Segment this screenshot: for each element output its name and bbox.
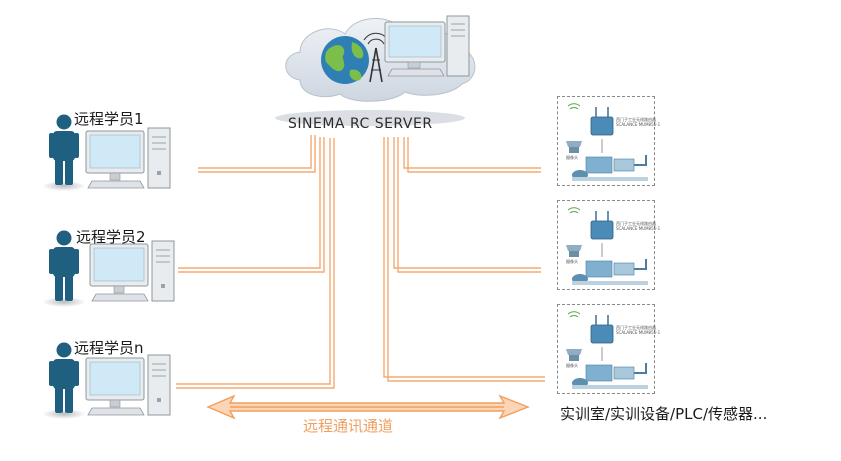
lab-caption: 实训室/实训设备/PLC/传感器... bbox=[560, 405, 768, 423]
line-lab-3 bbox=[383, 137, 545, 378]
line-lab-1 bbox=[403, 137, 541, 169]
channel-label: 远程通讯通道 bbox=[303, 417, 394, 435]
router-icon bbox=[590, 211, 614, 240]
line-student-2 bbox=[178, 137, 321, 269]
line-student-1 bbox=[198, 135, 312, 169]
wifi-icon bbox=[567, 311, 581, 318]
server-label: SINEMA RC SERVER bbox=[288, 116, 433, 132]
equipment-icon bbox=[572, 259, 648, 285]
wifi-icon bbox=[567, 103, 581, 110]
camera-icon bbox=[566, 245, 582, 257]
server-computer bbox=[384, 15, 470, 77]
channel-arrow bbox=[206, 394, 530, 420]
student-n-label: 远程学员n bbox=[74, 339, 144, 357]
equipment-icon bbox=[572, 363, 648, 389]
student-1-label: 远程学员1 bbox=[74, 110, 144, 128]
camera-icon bbox=[566, 349, 582, 361]
globe-icon bbox=[321, 36, 369, 84]
camera-icon bbox=[566, 141, 582, 153]
router-icon bbox=[590, 315, 614, 344]
wifi-icon bbox=[567, 207, 581, 214]
router-icon bbox=[590, 107, 614, 136]
equipment-icon bbox=[572, 155, 648, 181]
line-student-n bbox=[176, 138, 331, 385]
student-2-label: 远程学员2 bbox=[76, 228, 146, 246]
connection-lines bbox=[176, 135, 545, 389]
line-lab-2 bbox=[393, 137, 541, 269]
